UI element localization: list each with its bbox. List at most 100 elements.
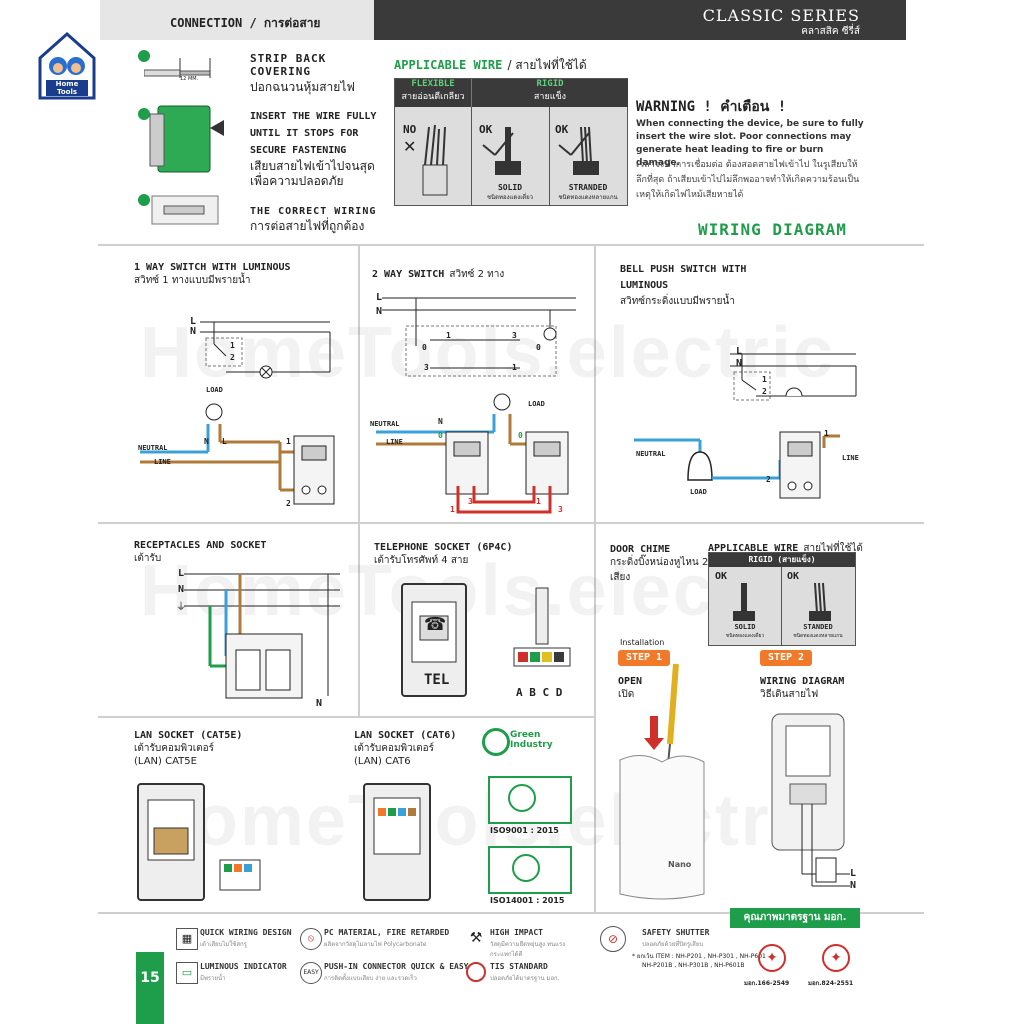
telephone-title: TELEPHONE SOCKET (6P4C)	[374, 542, 513, 553]
line-label: LINE	[386, 438, 403, 446]
chime-wd-label: WIRING DIAGRAM	[760, 676, 845, 687]
iso14001-label: ISO14001 : 2015	[490, 896, 565, 905]
ok-label-2: OK	[555, 123, 569, 136]
lan5-thai: เต้ารับคอมพิวเตอร์	[134, 743, 215, 754]
x-mark-icon: ✕	[403, 137, 417, 156]
label-1: 1	[512, 363, 517, 372]
bell-title: BELL PUSH SWITCH WITH LUMINOUS	[620, 264, 747, 291]
strip-wire-illustration: 12 MM.	[143, 48, 224, 88]
abcd-label: A B C D	[516, 686, 563, 699]
no-label: NO	[403, 123, 417, 136]
stranded-thai: ชนิดทองแดงหลายแกน	[558, 194, 618, 201]
fire-retarded-icon: ⦸	[300, 928, 322, 950]
step-bullet	[138, 194, 150, 206]
neutral-label: NEUTRAL	[370, 420, 400, 428]
applicable-wire-thai: / สายไฟที่ใช้ได้	[507, 58, 587, 72]
lan6-sub: (LAN) CAT6	[354, 756, 411, 767]
connection-header	[100, 0, 374, 40]
label-2: 2	[230, 353, 235, 362]
tis-banner: คุณภาพมาตรฐาน มอก.	[730, 908, 860, 928]
telephone-thai: เต้ารับโทรศัพท์ 4 สาย	[374, 555, 469, 566]
page-number-bar	[136, 952, 164, 1024]
step3-en: THE CORRECT WIRING	[250, 206, 377, 217]
ok-label-1: OK	[479, 123, 493, 136]
load-label: LOAD	[206, 386, 223, 394]
switch-illustration	[148, 100, 228, 180]
label-3: 3	[424, 363, 429, 372]
chime-rigid-label: RIGID (สายแข็ง)	[709, 553, 855, 567]
tis-m1: มอก.166-2549	[744, 980, 790, 987]
green-industry-badge: Green Industry	[482, 728, 578, 758]
label-n: N	[316, 698, 323, 709]
quick-wiring-icon: ▦	[176, 928, 198, 950]
load-label: LOAD	[690, 488, 707, 496]
lan5-illustration	[137, 783, 261, 901]
lan6-thai: เต้ารับคอมพิวเตอร์	[354, 743, 435, 754]
bell-diagram	[634, 353, 857, 499]
chime-solid-thai: ชนิดทองแดงเดี่ยว	[725, 633, 765, 639]
series-header	[374, 0, 906, 40]
label-n: N	[190, 326, 197, 337]
hammer-icon: ⚒	[469, 930, 483, 946]
solid-label: SOLID	[497, 183, 523, 192]
step3-th: การต่อสายไฟที่ถูกต้อง	[250, 219, 365, 233]
label-l: L	[376, 292, 383, 303]
chime-wd-thai: วิธีเดินสายไฟ	[760, 689, 819, 700]
label-1: 1	[762, 375, 767, 384]
chime-wire-icons	[733, 582, 831, 621]
label-2: 2	[766, 475, 771, 484]
label-3: 3	[558, 505, 563, 514]
two-way-diagram	[376, 297, 576, 514]
chime-thai: กระดิ่งบิ๊งหน่องหูไหน 2 เสียง	[610, 557, 709, 583]
label-l: L	[736, 346, 743, 357]
chime-solid: SOLID	[734, 623, 756, 631]
label-1: 1	[286, 437, 291, 446]
tis-m2: มอก.824-2551	[808, 980, 854, 987]
one-way-diagram	[140, 321, 335, 505]
label-l: L	[222, 437, 227, 446]
chime-wiring-illustration	[771, 713, 850, 887]
tis-icon	[466, 962, 486, 982]
line-label: LINE	[154, 458, 171, 466]
label-n: N	[850, 880, 857, 891]
items-exception: * ยกเว้น ITEM : NH-P201 , NH-P301 , NH-P…	[632, 953, 766, 969]
logo-line2: Tools	[56, 88, 78, 96]
tis-mark-icon: ✦	[822, 944, 850, 972]
warning-text-thai: เวลาจะทำการเชื่อมต่อ ต้องสอดสายไฟเข้าไป …	[636, 160, 860, 200]
strip-length: 12 MM.	[180, 76, 199, 82]
solid-thai: ชนิดทองแดงเดี่ยว	[486, 194, 534, 201]
receptacle-title: RECEPTACLES AND SOCKET	[134, 540, 267, 551]
label-n: N	[178, 584, 185, 595]
label-1: 1	[450, 505, 455, 514]
bell-thai: สวิทซ์กระดิ่งแบบมีพรายน้ำ	[620, 296, 735, 307]
applicable-wire-title: APPLICABLE WIRE	[394, 58, 503, 72]
label-l: L	[178, 568, 185, 579]
chime-open-illustration	[619, 663, 705, 900]
label-0: 0	[518, 431, 523, 440]
step2-badge: STEP 2	[760, 650, 812, 666]
phone-cable-illustration	[513, 587, 571, 667]
open-thai: เปิด	[618, 689, 635, 700]
warning-title: WARNING ! คำเตือน !	[636, 99, 787, 115]
label-n: N	[438, 417, 443, 426]
label-3: 3	[468, 497, 473, 506]
page-number: 15	[140, 970, 160, 986]
ground-icon: ⏚	[176, 602, 186, 613]
chime-wire-table: RIGID (สายแข็ง) OK OK SOLID ชนิดทองแดงเด…	[708, 552, 856, 646]
iso9001-label: ISO9001 : 2015	[490, 826, 559, 835]
line-label: LINE	[842, 454, 859, 462]
open-label: OPEN	[618, 676, 643, 687]
lan6-illustration	[363, 783, 431, 901]
neutral-label: NEUTRAL	[138, 444, 168, 452]
receptacle-diagram	[184, 573, 340, 699]
chime-wire-title: APPLICABLE WIRE	[708, 543, 799, 554]
home-tools-logo: Home Tools	[34, 30, 100, 100]
green-industry-label: Green Industry	[510, 730, 553, 750]
step-bullet	[138, 108, 150, 120]
iso14001-seal-icon	[512, 854, 540, 882]
series-thai: คลาสสิค ซีรี่ส์	[801, 26, 860, 37]
wire-table: FLEXIBLE สายอ่อนตีเกลียว RIGID สายแข็ง N…	[394, 78, 628, 206]
lan6-title: LAN SOCKET (CAT6)	[354, 730, 457, 741]
step1-badge: STEP 1	[618, 650, 670, 666]
chime-title: DOOR CHIME	[610, 544, 671, 555]
